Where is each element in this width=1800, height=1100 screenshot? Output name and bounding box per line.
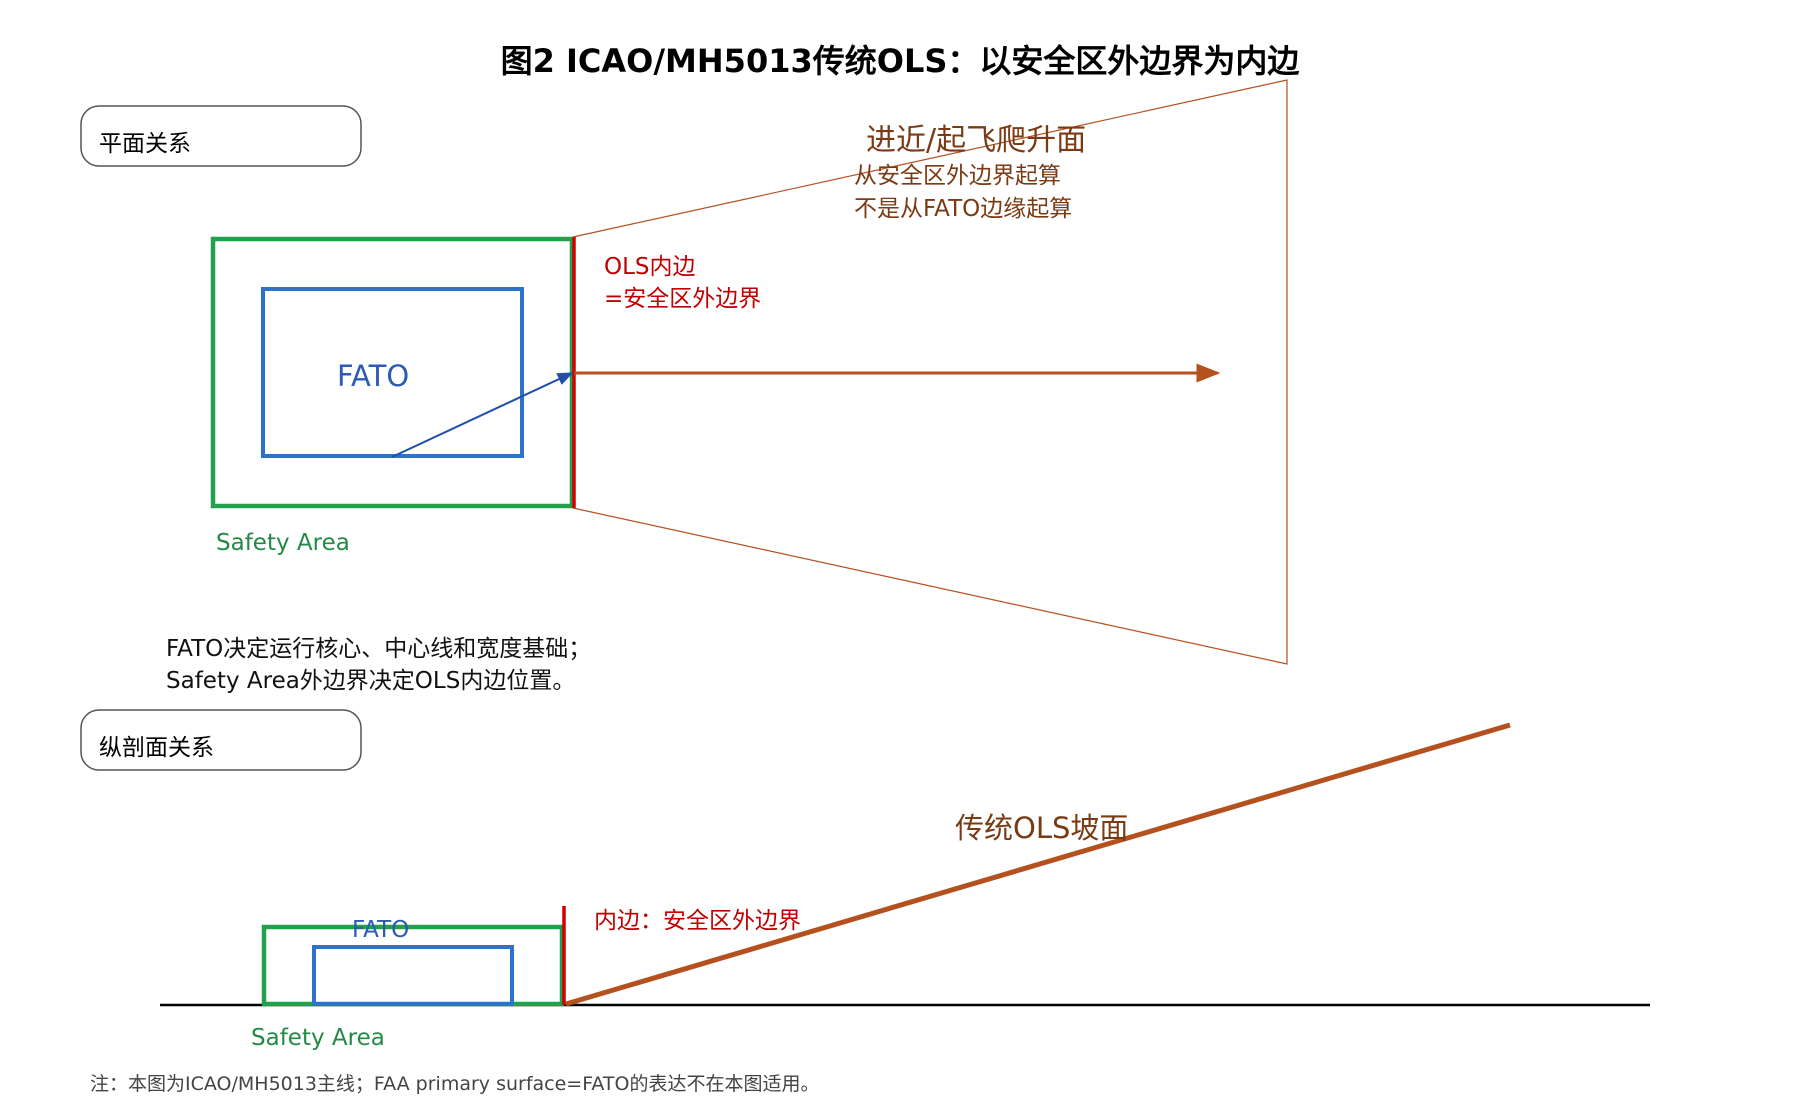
profile-safety-area-box: [261, 924, 565, 1007]
ols-trapezoid-outline: [572, 79, 1288, 665]
plan-fato-label: FATO: [337, 359, 409, 393]
page-title: 图2 ICAO/MH5013传统OLS：以安全区外边界为内边: [501, 42, 1300, 80]
plan-inner-edge-label-2: =安全区外边界: [604, 286, 761, 312]
profile-view: 纵剖面关系 FATO Safety Area 内边：安全区外边界 传统OLS坡面: [80, 709, 1650, 1051]
profile-fato-label: FATO: [352, 917, 409, 943]
plan-safety-area-label: Safety Area: [216, 530, 350, 556]
profile-view-label-box: [80, 709, 362, 771]
profile-view-label: 纵剖面关系: [99, 735, 214, 761]
explanation-line-1: FATO决定运行核心、中心线和宽度基础；: [166, 636, 591, 662]
fato-to-inner-edge-arrow: [391, 372, 574, 458]
plan-view: 平面关系 FATO Safety Area OLS内边 =安全区外边界 进近/起…: [80, 79, 1288, 665]
plan-view-label: 平面关系: [99, 131, 191, 157]
plan-view-label-box: [80, 105, 362, 167]
plan-inner-edge-label-1: OLS内边: [604, 254, 696, 280]
profile-fato-box: [312, 945, 514, 1006]
profile-inner-edge-label: 内边：安全区外边界: [594, 908, 801, 934]
profile-safety-area-label: Safety Area: [251, 1025, 385, 1051]
explanation-line-2: Safety Area外边界决定OLS内边位置。: [166, 668, 575, 694]
surface-note-1: 从安全区外边界起算: [854, 163, 1061, 189]
slope-label: 传统OLS坡面: [955, 811, 1128, 845]
surface-note-2: 不是从FATO边缘起算: [854, 196, 1072, 222]
ols-slope-line: [565, 722, 1511, 1007]
footnote: 注：本图为ICAO/MH5013主线；FAA primary surface=F…: [90, 1073, 819, 1095]
surface-label: 进近/起飞爬升面: [866, 123, 1086, 158]
